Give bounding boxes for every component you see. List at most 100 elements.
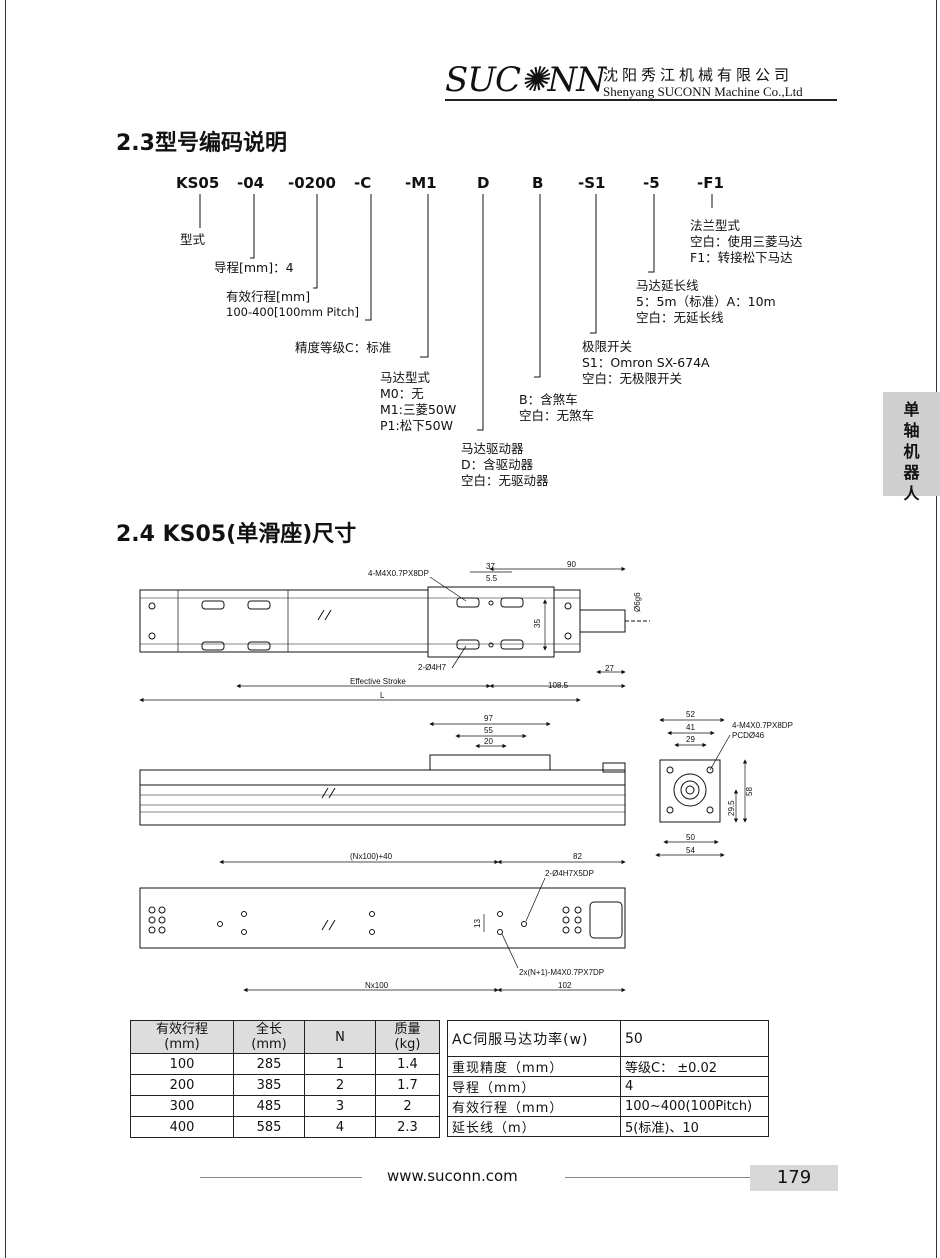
- dim-pitch: (Nx100)+40: [350, 852, 393, 861]
- th-mass: 质量(kg): [375, 1020, 440, 1054]
- desc-motor-line: P1:松下50W: [380, 418, 453, 433]
- dim-35: 35: [533, 619, 542, 628]
- dim-58: 58: [745, 787, 754, 796]
- desc-driver: 马达驱动器 D：含驱动器 空白：无驱动器: [461, 441, 549, 489]
- code-motor: -M1: [405, 174, 437, 192]
- dim-102: 102: [558, 981, 572, 990]
- side-tab-char: 单: [903, 400, 920, 419]
- section-title-model-code: 2.3型号编码说明: [116, 131, 287, 156]
- code-brake: B: [532, 174, 544, 192]
- dim-nx100: Nx100: [365, 981, 389, 990]
- cell: 485: [233, 1095, 305, 1117]
- header-rule: [445, 99, 837, 101]
- code-cable: -5: [643, 174, 660, 192]
- dim-holes-bottom: 2x(N+1)-M4X0.7PX7DP: [519, 968, 604, 977]
- cell: 585: [233, 1116, 305, 1138]
- dim-29-5: 29.5: [727, 800, 736, 816]
- dim-13: 13: [473, 919, 482, 928]
- desc-cable-line: 马达延长线: [636, 278, 699, 293]
- th-text: 有效行程: [155, 1022, 208, 1037]
- dim-effective-stroke: Effective Stroke: [350, 677, 406, 686]
- desc-flange-line: F1：转接松下马达: [690, 250, 793, 265]
- dim-29: 29: [686, 735, 695, 744]
- cell-key: 延长线（m）: [447, 1116, 621, 1137]
- dim-90: 90: [567, 560, 576, 569]
- cell: 385: [233, 1074, 305, 1096]
- dim-82: 82: [573, 852, 582, 861]
- cell-value: 50: [620, 1020, 769, 1057]
- table-row: 重现精度（mm）等级C： ±0.02: [447, 1056, 769, 1077]
- desc-motor-line: M0：无: [380, 386, 424, 401]
- dim-27: 27: [605, 664, 614, 673]
- dim-end-note1: 4-M4X0.7PX8DP: [732, 721, 793, 730]
- code-grade: -C: [354, 174, 372, 192]
- cell: 100: [130, 1053, 234, 1075]
- cell: 2.3: [375, 1116, 440, 1138]
- desc-limit-line: 极限开关: [582, 339, 633, 354]
- code-stroke: -0200: [288, 174, 336, 192]
- side-tab: 单 轴 机 器 人: [883, 392, 940, 503]
- code-driver: D: [477, 174, 490, 192]
- cell-value: 等级C： ±0.02: [620, 1056, 769, 1077]
- cell: 300: [130, 1095, 234, 1117]
- desc-flange-line: 法兰型式: [690, 218, 741, 233]
- desc-stroke-1: 有效行程[mm]: [226, 289, 311, 304]
- desc-driver-line: 空白：无驱动器: [461, 473, 549, 488]
- desc-limit: 极限开关 S1：Omron SX-674A 空白：无极限开关: [582, 339, 710, 387]
- th-text: 全长: [255, 1022, 282, 1037]
- table-row: AC伺服马达功率(w)50: [447, 1020, 769, 1057]
- dim-L: L: [380, 691, 385, 700]
- th-text: (mm): [164, 1037, 200, 1052]
- th-n: N: [304, 1020, 376, 1054]
- dim-50: 50: [686, 833, 695, 842]
- page-number: 179: [750, 1165, 838, 1191]
- desc-lead: 导程[mm]：4: [214, 260, 294, 275]
- desc-flange: 法兰型式 空白：使用三菱马达 F1：转接松下马达: [690, 218, 803, 266]
- cell: 3: [304, 1095, 376, 1117]
- cell-key: 导程（mm）: [447, 1076, 621, 1097]
- cell: 2: [304, 1074, 376, 1096]
- cell: 1: [304, 1053, 376, 1075]
- dim-pin-note: 2-Ø4H7: [418, 663, 447, 672]
- desc-flange-line: 空白：使用三菱马达: [690, 234, 803, 249]
- dim-20: 20: [484, 737, 493, 746]
- company-name-cn: 沈阳秀江机械有限公司: [603, 66, 794, 84]
- dim-37: 37: [486, 562, 495, 571]
- dim-97: 97: [484, 714, 493, 723]
- dim-end-note2: PCDØ46: [732, 731, 765, 740]
- cell-key: 有效行程（mm）: [447, 1096, 621, 1117]
- side-tab-char: 轴: [903, 421, 920, 440]
- frame-right: [936, 0, 937, 1258]
- dimension-drawing: 4-M4X0.7PX8DP 37 5.5 90 35 Ø6g6 2-Ø4H7 2…: [139, 560, 793, 993]
- side-tab-char: 人: [903, 484, 920, 503]
- side-tab-char: 器: [903, 463, 920, 482]
- company-name-en: Shenyang SUCONN Machine Co.,Ltd: [603, 84, 803, 99]
- dim-pin-bottom: 2-Ø4H7X5DP: [545, 869, 594, 878]
- dim-55: 55: [484, 726, 493, 735]
- cell: 200: [130, 1074, 234, 1096]
- cell: 285: [233, 1053, 305, 1075]
- desc-cable-line: 5：5m（标准）A：10m: [636, 294, 776, 309]
- table-row: 导程（mm）4: [447, 1076, 769, 1097]
- table-row: 延长线（m）5(标准)、10: [447, 1116, 769, 1137]
- cell-value: 4: [620, 1076, 769, 1097]
- th-length: 全长(mm): [233, 1020, 305, 1054]
- company-logo: SUC✺NN: [445, 60, 606, 100]
- side-tab-char: 机: [903, 442, 920, 461]
- cell-value: 100~400(100Pitch): [620, 1096, 769, 1117]
- cell-key: 重现精度（mm）: [447, 1056, 621, 1077]
- desc-brake: B：含煞车 空白：无煞车: [519, 392, 594, 424]
- cell: 400: [130, 1116, 234, 1138]
- desc-brake-line: 空白：无煞车: [519, 408, 595, 423]
- th-text: (kg): [394, 1037, 421, 1052]
- th-stroke: 有效行程(mm): [130, 1020, 234, 1054]
- code-model: KS05: [176, 174, 220, 192]
- dim-52: 52: [686, 710, 695, 719]
- desc-stroke-2: 100-400[100mm Pitch]: [226, 305, 360, 319]
- dim-54: 54: [686, 846, 695, 855]
- cell: 4: [304, 1116, 376, 1138]
- footer-url: www.suconn.com: [387, 1167, 518, 1185]
